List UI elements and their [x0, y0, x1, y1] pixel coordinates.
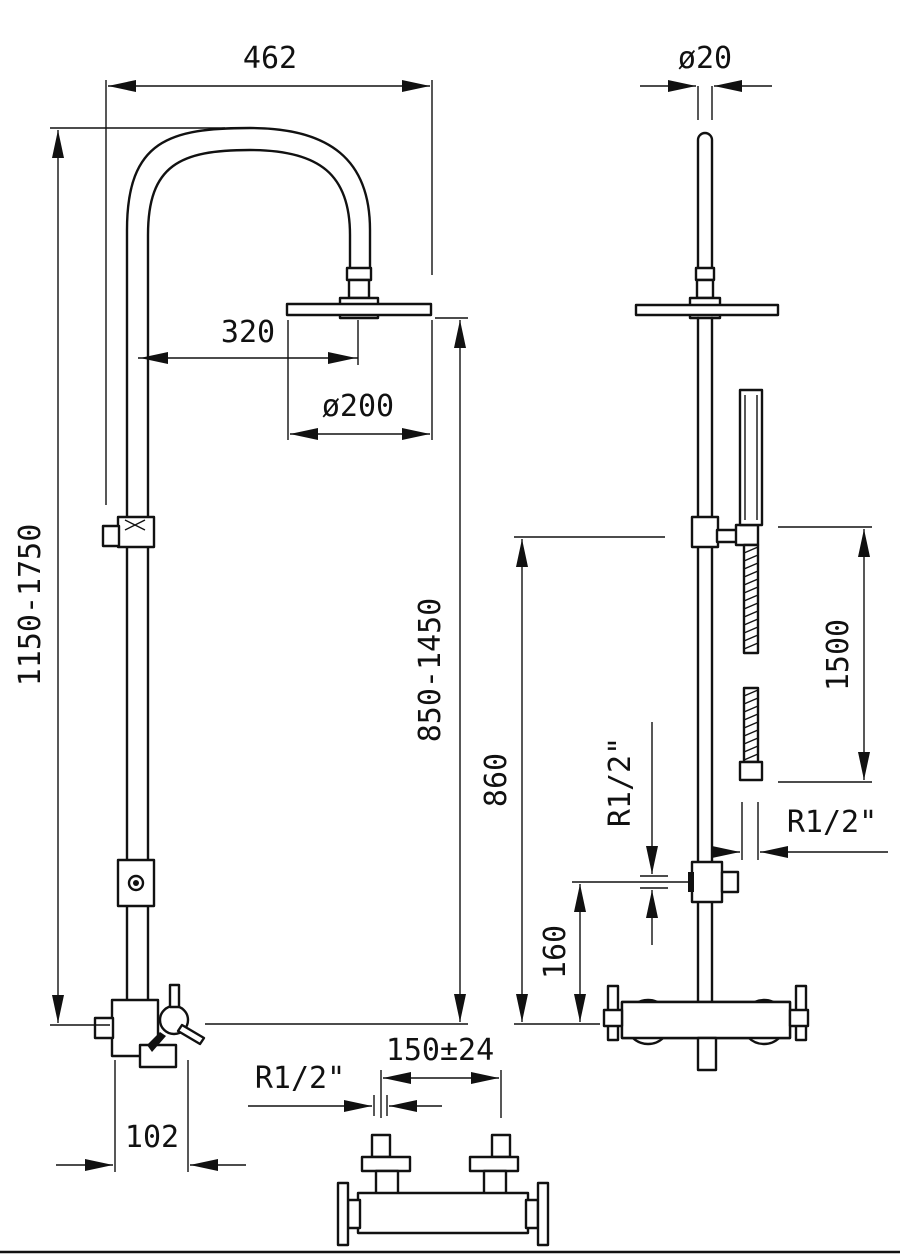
front-mixer-outlet — [138, 1043, 178, 1069]
dim-head-height: 850-1450 — [413, 598, 448, 743]
front-view: 462 320 ø200 1150-1750 850-1450 102 — [13, 41, 468, 1172]
front-mixer-handle-top — [168, 983, 181, 1009]
front-bracket-screw — [127, 874, 145, 892]
dim-inlet-spacing: 150±24 — [386, 1033, 494, 1068]
side-hand-shower — [738, 388, 764, 527]
dim-outlet-height: 160 — [538, 925, 573, 979]
side-slide-clamp — [690, 515, 720, 549]
bottom-mixer-body — [356, 1191, 530, 1235]
dim-arm-reach: 320 — [221, 315, 275, 350]
front-riser-outer — [125, 126, 372, 1002]
bottom-view: 150±24 R1/2" — [248, 1033, 550, 1247]
dim-overall-width: 462 — [243, 41, 297, 76]
front-shower-head — [285, 302, 433, 317]
side-view: ø20 860 1500 R1/2" R1/2" 160 — [479, 41, 888, 1072]
dim-hand-shower-thread: R1/2" — [787, 805, 877, 840]
bottom-knob-left — [336, 1181, 350, 1247]
dim-wall-offset: 102 — [125, 1120, 179, 1155]
side-hose-upper — [742, 543, 760, 655]
bottom-inlet-left — [370, 1133, 392, 1159]
side-outlet-elbow — [690, 860, 724, 904]
side-shower-head — [634, 303, 780, 317]
front-mixer-inlet — [93, 1016, 115, 1040]
dim-bracket-height: 860 — [479, 753, 514, 807]
front-head-nut — [345, 266, 373, 282]
front-riser-inner — [146, 148, 352, 1002]
bottom-knob-right — [536, 1181, 550, 1247]
dim-inlet-thread: R1/2" — [255, 1061, 345, 1096]
dim-outlet-thread: R1/2" — [603, 737, 638, 827]
front-head-nut-lower — [347, 278, 371, 300]
front-clamp-knob — [101, 524, 121, 548]
dim-head-diameter: ø200 — [322, 389, 394, 424]
side-hose-nut — [738, 760, 764, 782]
front-mixer-handle-arm — [176, 1023, 206, 1046]
side-top-pipe — [696, 131, 714, 272]
side-holder-cup — [734, 523, 760, 547]
dim-total-height: 1150-1750 — [13, 524, 48, 687]
front-upper-clamp — [116, 515, 156, 549]
dim-hose-length: 1500 — [821, 619, 856, 691]
bottom-inlet-right — [490, 1133, 512, 1159]
side-mixer-spout — [696, 1036, 718, 1072]
dim-pipe-diameter: ø20 — [678, 41, 732, 76]
